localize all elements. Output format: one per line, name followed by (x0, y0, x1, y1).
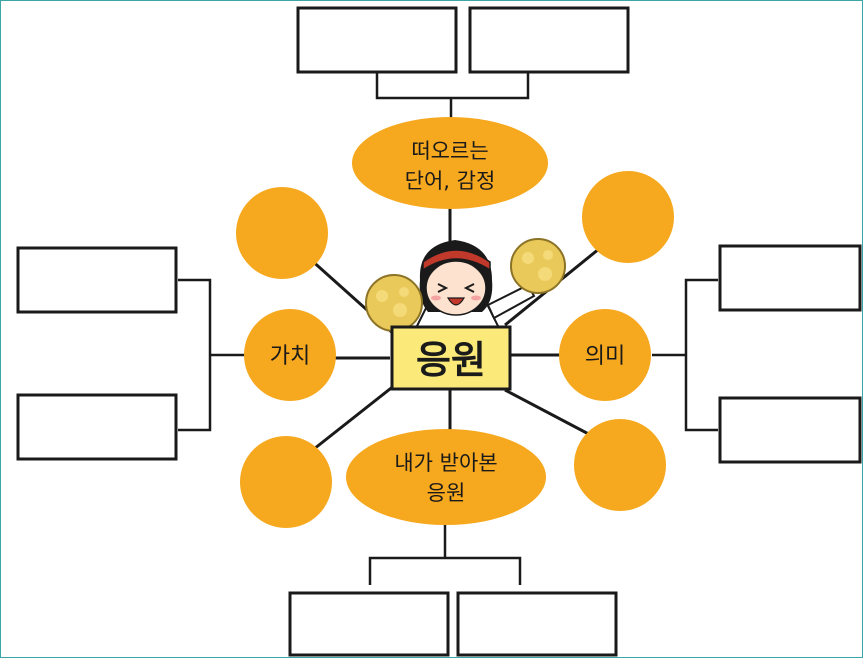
node-top-right-blank[interactable] (582, 171, 674, 263)
node-top-left-blank[interactable] (236, 187, 328, 279)
node-bottom-left-blank[interactable] (240, 436, 332, 528)
bracket-lines (178, 72, 718, 585)
node-bottom-line1: 내가 받아본 (394, 451, 497, 475)
node-bottom-right-blank[interactable] (574, 419, 666, 511)
connector-bottom-right (504, 388, 601, 442)
node-right-label: 의미 (585, 344, 625, 369)
answer-box-right-1[interactable] (718, 244, 862, 312)
bracket-top (375, 72, 530, 100)
answer-box-top-1[interactable] (296, 6, 458, 74)
node-top-line1: 떠오르는 (411, 139, 488, 163)
pompom-icon-right (510, 238, 566, 294)
center-node (390, 325, 512, 391)
orange-nodes (236, 117, 674, 528)
node-left-label: 가치 (270, 344, 310, 369)
answer-box-right-2[interactable] (718, 396, 862, 464)
answer-box-left-1[interactable] (16, 246, 178, 314)
node-left (244, 309, 336, 401)
pompom-icon-left (365, 274, 423, 332)
node-top (352, 117, 548, 209)
answer-boxes (16, 6, 862, 657)
node-bottom (346, 429, 546, 525)
answer-box-top-2[interactable] (468, 6, 630, 74)
bracket-right (684, 278, 718, 432)
node-bottom-line2: 응원 (427, 481, 466, 505)
bracket-left (178, 278, 212, 432)
answer-box-bottom-2[interactable] (456, 591, 618, 657)
answer-box-bottom-1[interactable] (288, 591, 450, 657)
node-right (559, 309, 651, 401)
answer-box-left-2[interactable] (16, 393, 178, 461)
cheerleader-illustration (413, 240, 536, 331)
center-label: 응원 (416, 338, 486, 382)
node-top-line2: 단어, 감정 (405, 169, 496, 193)
bracket-bottom (368, 556, 522, 585)
